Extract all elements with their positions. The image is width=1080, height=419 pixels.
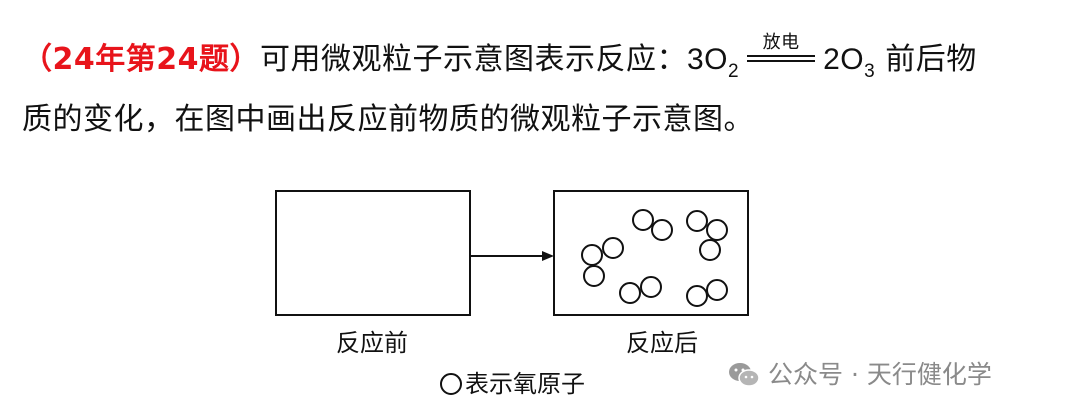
legend: 表示氧原子 <box>440 369 585 399</box>
oxygen-atom <box>699 239 721 261</box>
oxygen-atom <box>651 219 673 241</box>
question-text-after: 前后物 <box>885 42 977 77</box>
watermark: 公众号 · 天行健化学 <box>728 358 992 392</box>
reactant-sub: 2 <box>728 61 740 82</box>
oxygen-atom <box>706 279 728 301</box>
before-box <box>275 190 471 316</box>
equals-bar <box>747 55 816 57</box>
before-label: 反应前 <box>336 329 408 357</box>
product-sub: 3 <box>864 61 876 82</box>
oxygen-atom <box>706 219 728 241</box>
after-label: 反应后 <box>626 329 698 357</box>
oxygen-atoms <box>581 209 728 307</box>
oxygen-atom <box>632 209 654 231</box>
question-line-2: 质的变化，在图中画出反应前物质的微观粒子示意图。 <box>22 102 754 137</box>
oxygen-atom <box>686 210 708 232</box>
oxygen-atom-icon <box>440 373 462 395</box>
equals-bar <box>747 60 816 62</box>
question-text: 可用微观粒子示意图表示反应： <box>260 42 687 77</box>
reactant-formula: 3O2 <box>687 43 739 82</box>
oxygen-atom <box>602 237 624 259</box>
oxygen-atom <box>619 282 641 304</box>
legend-text: 表示氧原子 <box>465 370 585 398</box>
oxygen-atom <box>581 244 603 266</box>
arrow-head <box>542 251 554 261</box>
product-coef: 2O <box>823 43 865 76</box>
product-formula: 2O3 <box>823 43 875 82</box>
question-line-1: （24年第24题）可用微观粒子示意图表示反应：3O2 放电 2O3 前后物 <box>22 33 977 92</box>
wechat-icon <box>729 363 760 387</box>
reaction-condition: 放电 <box>762 32 800 53</box>
after-box <box>553 190 749 316</box>
reactant-coef: 3O <box>687 43 729 76</box>
question-number: （24年第24题） <box>22 42 260 77</box>
oxygen-atom <box>686 285 708 307</box>
reaction-arrow: 放电 <box>747 33 816 71</box>
oxygen-atom <box>640 276 662 298</box>
watermark-text: 公众号 · 天行健化学 <box>768 360 992 389</box>
oxygen-atom <box>583 265 605 287</box>
